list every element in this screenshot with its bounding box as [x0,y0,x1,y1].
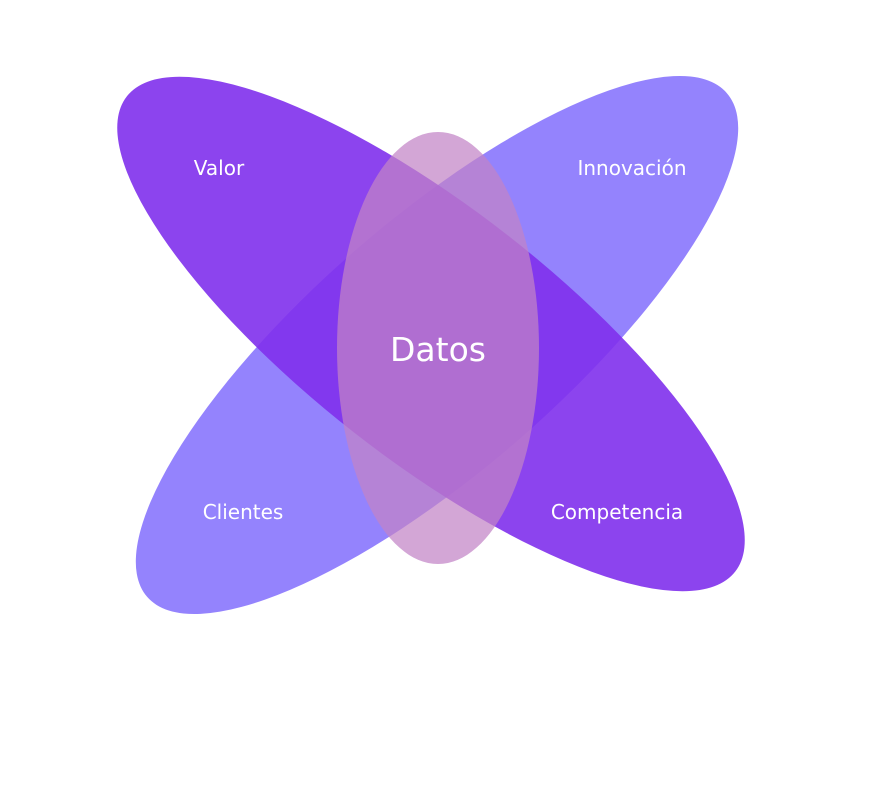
label-competencia: Competencia [551,500,683,524]
label-clientes: Clientes [203,500,284,524]
label-valor: Valor [194,156,245,180]
label-datos: Datos [390,330,486,369]
ellipse-center [337,132,539,564]
label-innovacion: Innovación [577,156,686,180]
